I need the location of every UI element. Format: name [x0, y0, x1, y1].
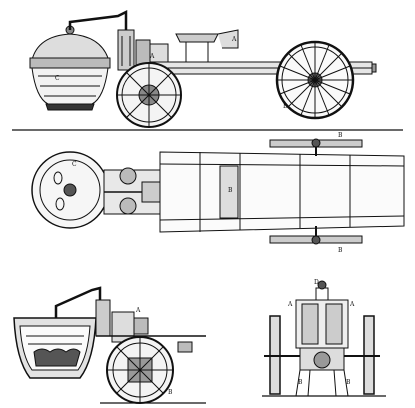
section-engine	[95, 299, 206, 353]
front-elevation-view: D A A B B	[262, 279, 386, 397]
label-engine: A	[149, 53, 155, 60]
label-front-bottom-right: B	[346, 379, 351, 386]
label-front-top: D	[314, 279, 319, 286]
front-engine-stack	[295, 280, 349, 371]
section-wheel	[106, 336, 174, 404]
plan-frame	[159, 151, 405, 233]
section-boiler	[13, 317, 97, 379]
steam-pipe	[68, 9, 128, 40]
label-plan-wheel-bottom: B	[338, 247, 343, 254]
label-plan-wheel-top: B	[338, 132, 343, 139]
plan-view: C B B	[31, 132, 405, 254]
label-front-right: A	[349, 301, 355, 308]
boiler	[29, 25, 111, 111]
label-section-wheel: B	[168, 389, 173, 396]
plan-boiler	[31, 151, 109, 229]
label-plan-frame: B	[228, 187, 233, 194]
plan-wheel-top	[269, 138, 363, 156]
section-detail-view: A B	[13, 286, 206, 404]
label-rear-wheel: B	[283, 103, 288, 110]
front-drive-wheel	[116, 62, 182, 128]
plan-wheel-bottom	[269, 226, 363, 245]
driver-seat	[175, 29, 239, 62]
rear-spoked-wheel	[275, 40, 355, 120]
label-seat: A	[231, 36, 237, 43]
label-front-left: A	[287, 301, 293, 308]
label-boiler: C	[55, 75, 60, 82]
label-plan-boiler: C	[72, 161, 77, 168]
label-front-bottom-left: B	[298, 379, 303, 386]
section-steam-pipe	[54, 286, 102, 320]
label-section-engine: A	[135, 307, 141, 314]
side-elevation-view: C A A	[12, 9, 403, 131]
